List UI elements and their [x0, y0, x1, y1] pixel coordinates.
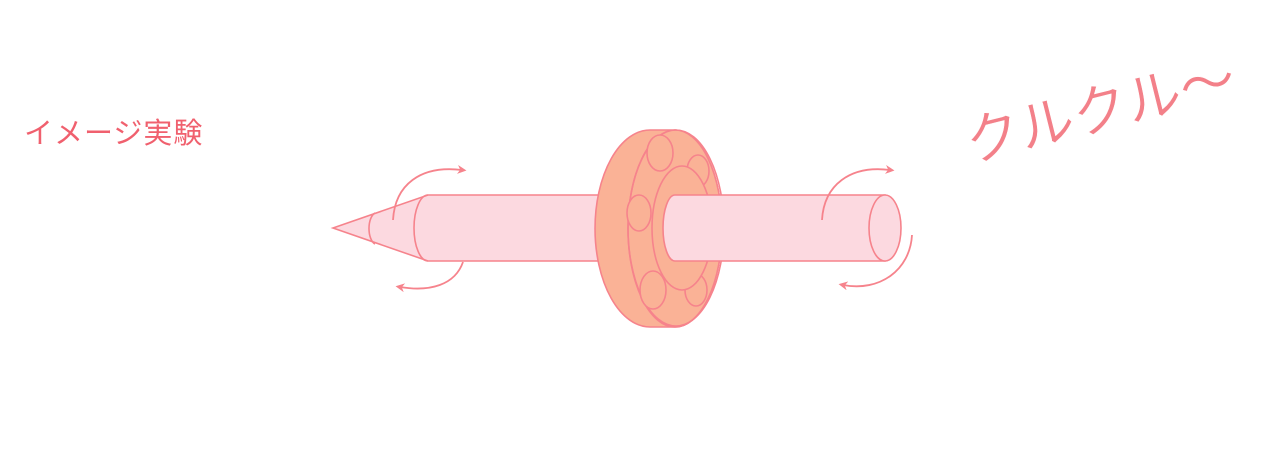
rotation-arrow-icon	[821, 164, 895, 221]
rotation-arrow-icon	[395, 261, 464, 293]
rotation-arrow-icon	[838, 234, 913, 291]
rotation-arrow-icon	[392, 165, 467, 221]
right-shaft	[662, 194, 902, 262]
left-shaft	[330, 194, 611, 262]
title-label: イメージ実験	[24, 116, 204, 150]
